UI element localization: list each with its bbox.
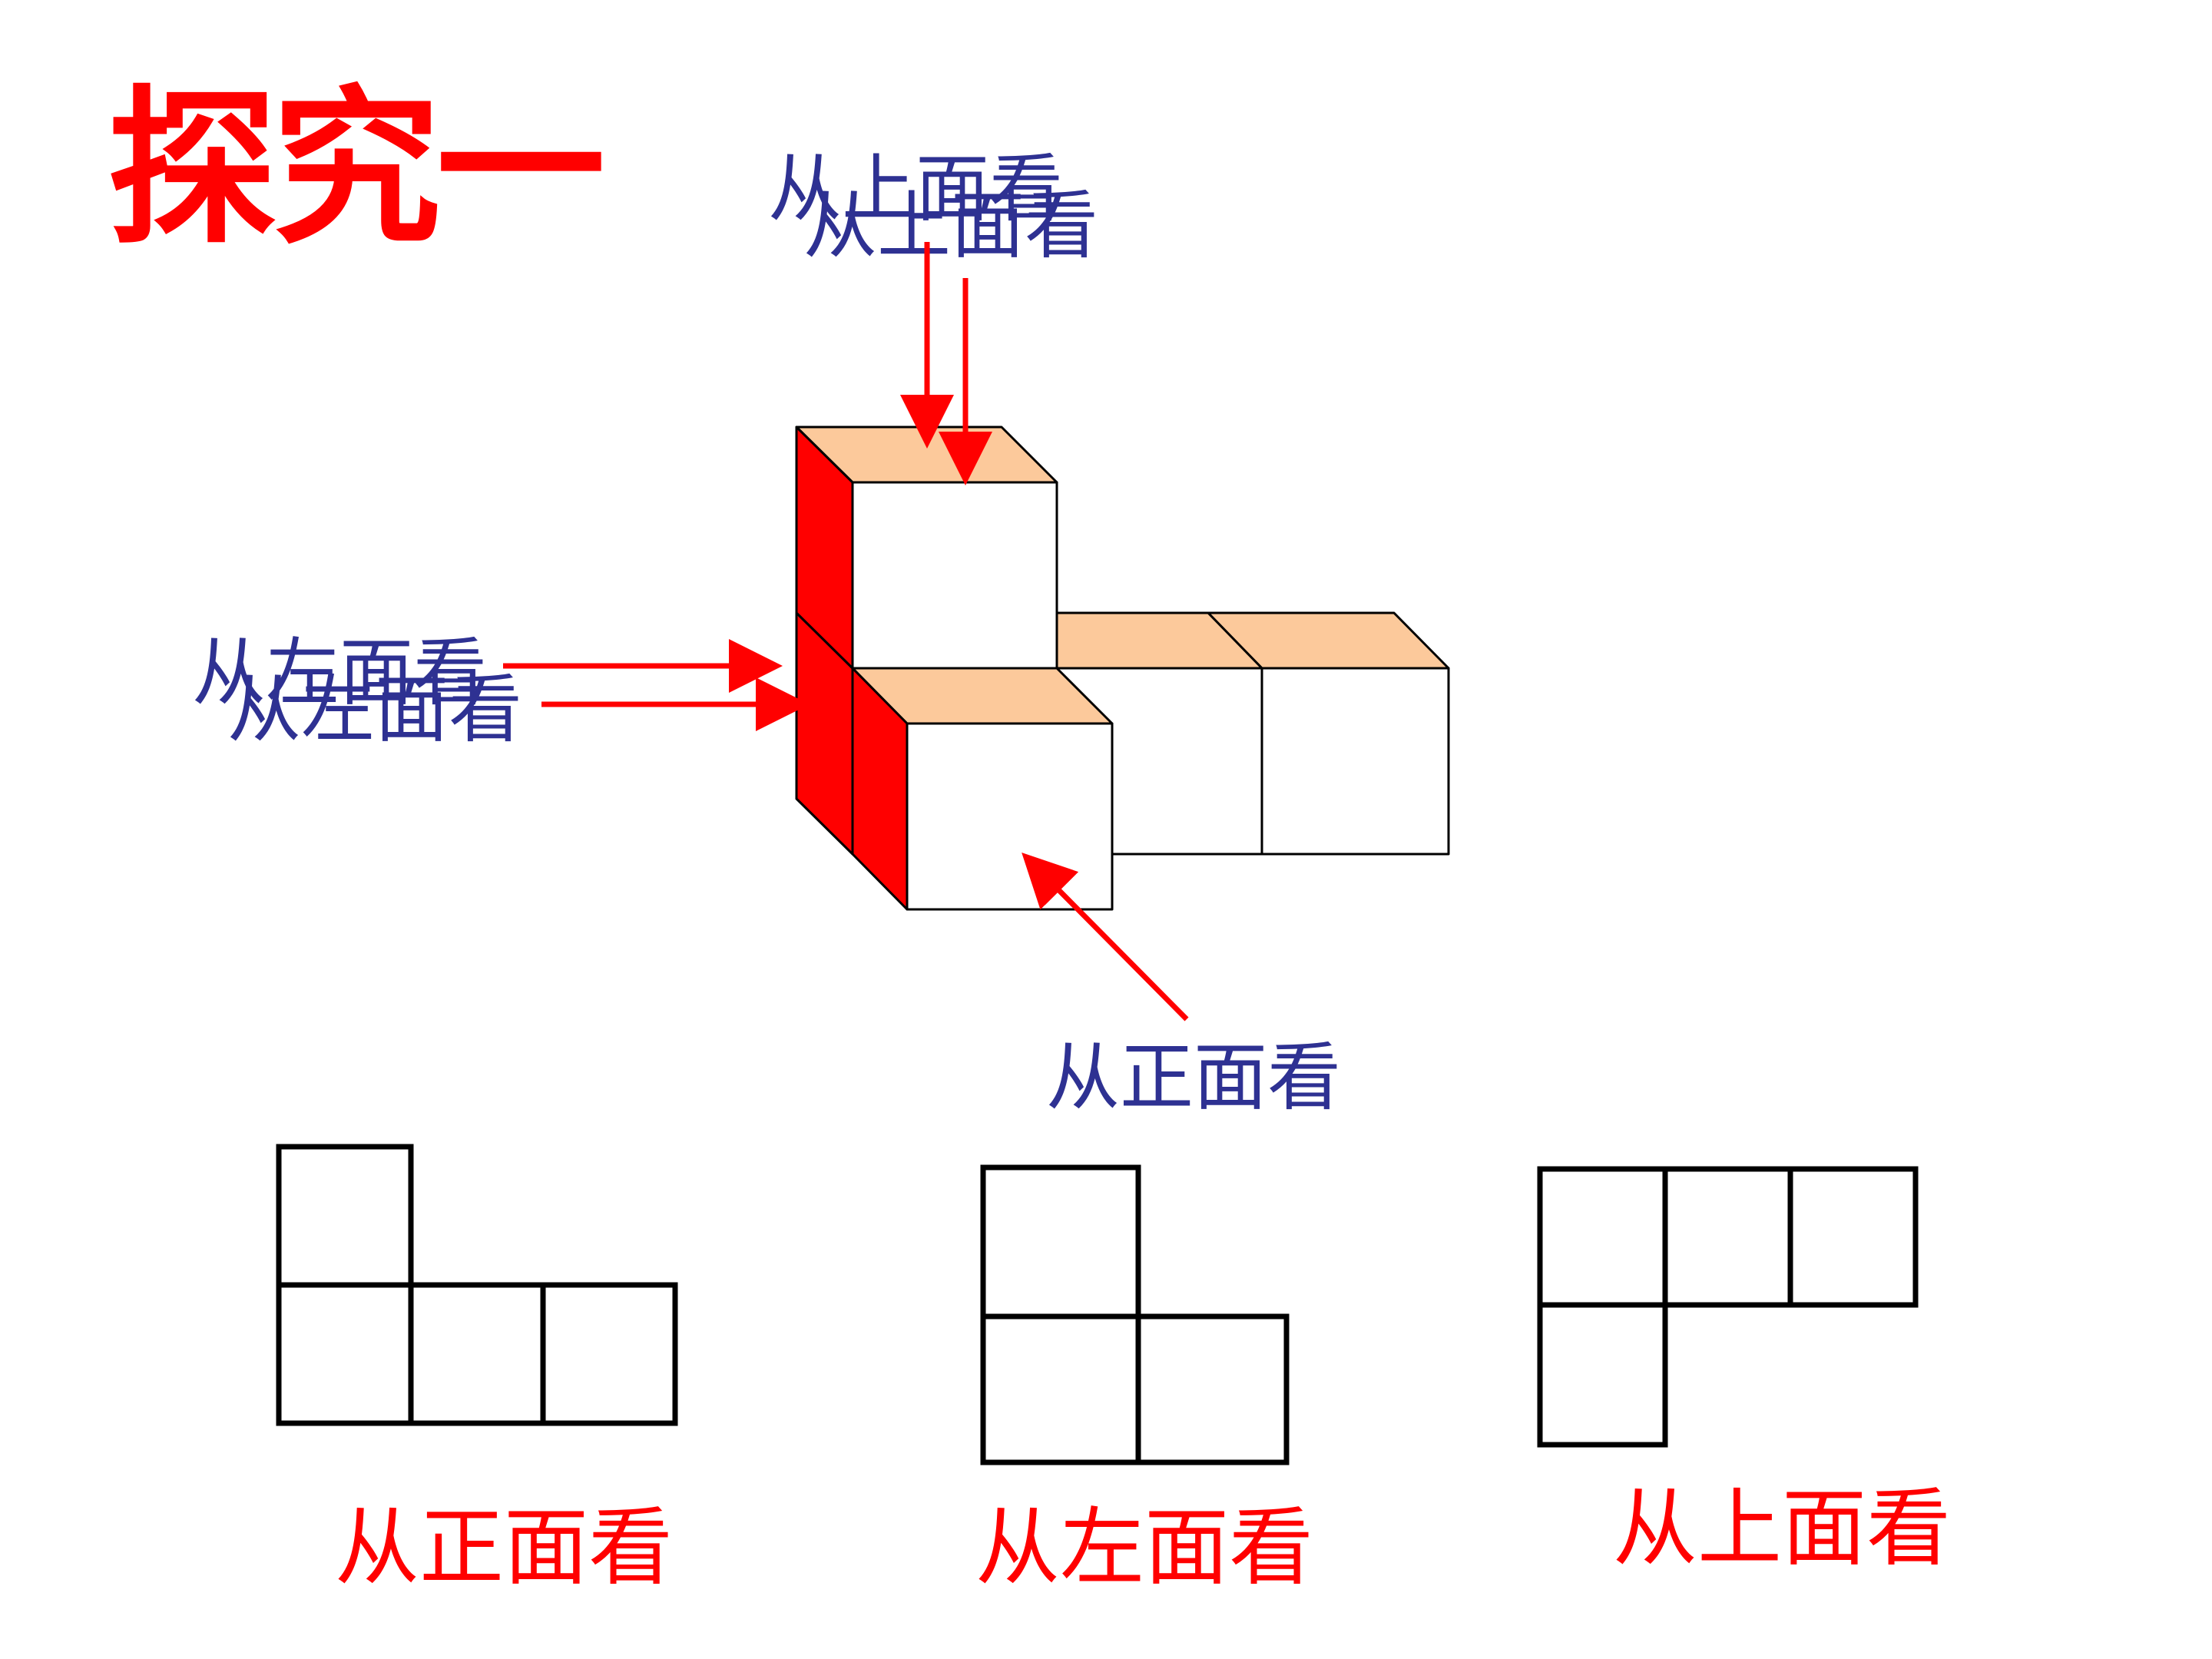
view-arrows <box>503 242 1189 1022</box>
caption-front-view: 从正面看 <box>335 1498 673 1597</box>
cube-front <box>851 667 1114 911</box>
label-left-view-a: 从左面看 <box>192 630 487 716</box>
caption-top-view: 从上面看 <box>1613 1479 1951 1578</box>
top-view-grid <box>1537 1166 1919 1448</box>
label-top-view-a: 从上面看 <box>768 146 1063 232</box>
label-top-view-b: 从上面看 <box>803 183 1098 269</box>
label-front-view: 从正面看 <box>1046 1035 1341 1121</box>
left-view-grid <box>980 1164 1290 1465</box>
isometric-cubes <box>795 426 1450 911</box>
caption-left-view: 从左面看 <box>975 1498 1313 1597</box>
label-left-view-b: 从左面看 <box>227 667 522 753</box>
page-title: 探究一 <box>108 71 605 267</box>
cube-back-top <box>795 426 1058 670</box>
arrow-front <box>1022 853 1189 1022</box>
cube-back-right-2 <box>1207 611 1450 856</box>
orthographic-views <box>276 1144 1919 1465</box>
front-view-grid <box>276 1144 678 1426</box>
